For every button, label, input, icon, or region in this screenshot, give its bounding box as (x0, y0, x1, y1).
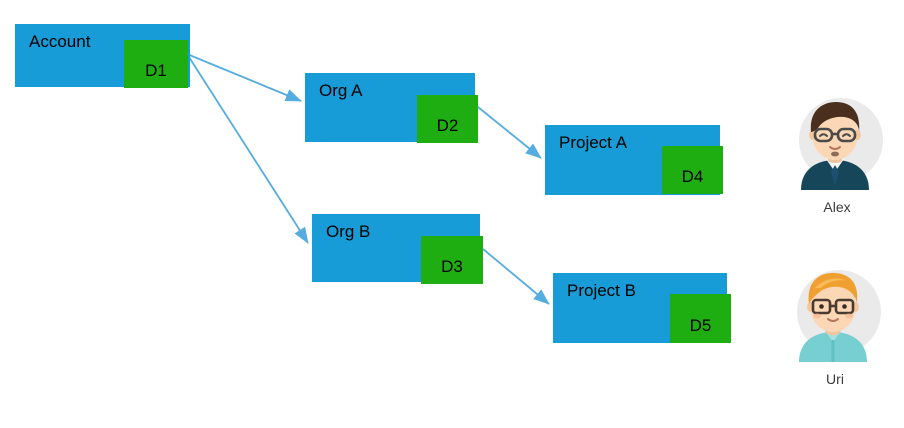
avatar-man-glasses-blond-hair-icon (797, 270, 881, 362)
badge-d4[interactable]: D4 (662, 146, 723, 194)
edge-org-a-to-project-a (477, 106, 542, 159)
badge-d1-label: D1 (145, 61, 167, 80)
person-uri-name: Uri (826, 371, 844, 387)
person-alex-name: Alex (823, 199, 851, 215)
edge-org-b-to-project-b (482, 248, 550, 305)
badge-d2-label: D2 (436, 116, 459, 135)
badge-d4-label: D4 (681, 167, 704, 186)
avatar-uri (785, 262, 885, 362)
person-uri[interactable]: Uri (780, 262, 890, 388)
badge-d1[interactable]: D1 (124, 40, 188, 88)
person-alex[interactable]: Alex (782, 90, 892, 216)
node-org-a-label: Org A (319, 81, 363, 100)
edge-account-to-org-b (186, 53, 309, 244)
edge-account-to-org-a (186, 53, 302, 102)
badge-d2[interactable]: D2 (417, 95, 478, 143)
badge-d3-label: D3 (441, 257, 463, 276)
node-account-label: Account (29, 32, 91, 51)
badge-d5-label: D5 (689, 316, 712, 335)
badge-d5[interactable]: D5 (670, 294, 731, 343)
avatar-alex (787, 90, 887, 190)
node-project-b-label: Project B (567, 281, 636, 300)
node-org-b-label: Org B (326, 222, 371, 241)
avatar-man-glasses-dark-hair-icon (799, 98, 883, 190)
node-project-a-label: Project A (559, 133, 628, 152)
badge-d3[interactable]: D3 (421, 236, 483, 284)
